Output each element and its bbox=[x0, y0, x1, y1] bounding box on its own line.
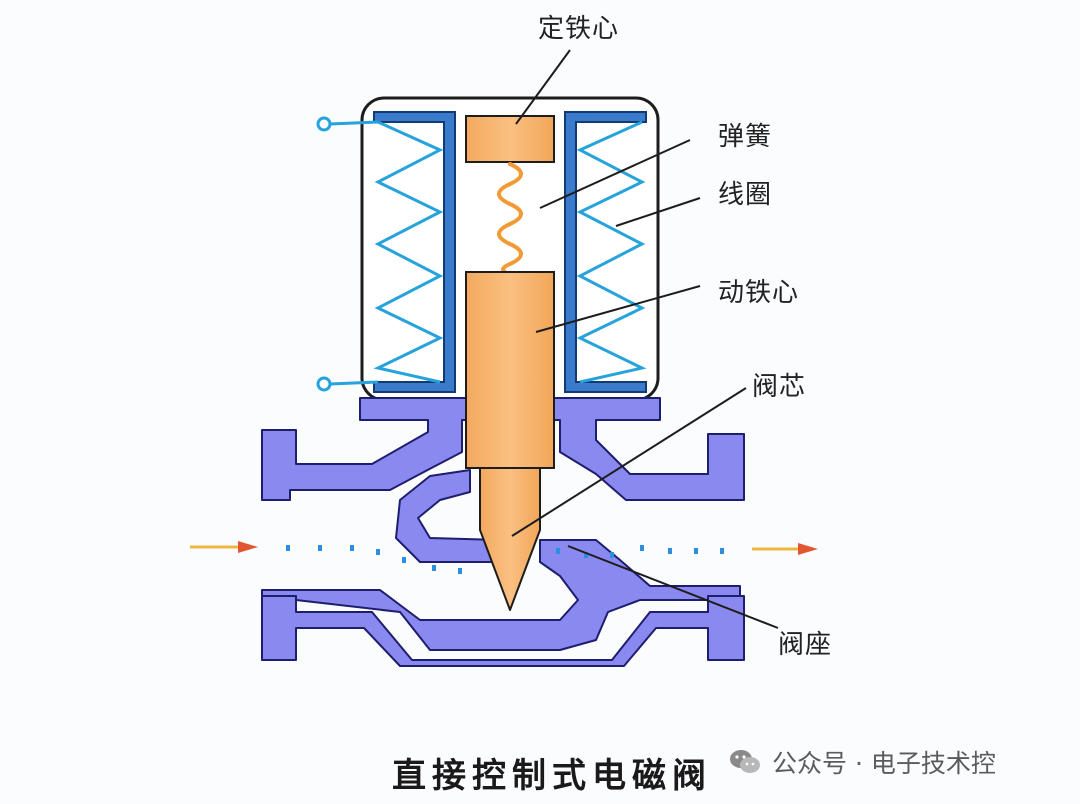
leader-spring bbox=[539, 139, 691, 209]
label-spring: 弹簧 bbox=[718, 122, 773, 152]
valve-partition-upper bbox=[395, 469, 501, 563]
coil-lead-top bbox=[329, 120, 379, 126]
watermark: 公众号 · 电子技术控 bbox=[728, 744, 996, 780]
fixed-iron-core bbox=[465, 115, 555, 163]
inlet-arrow bbox=[190, 541, 258, 553]
right-coil-winding bbox=[576, 120, 647, 384]
leader-moving-core bbox=[535, 285, 701, 333]
leader-valve-core bbox=[511, 387, 747, 537]
spring bbox=[497, 162, 523, 276]
left-coil-winding bbox=[373, 120, 444, 384]
moving-iron-core bbox=[465, 271, 555, 469]
watermark-text: 公众号 · 电子技术控 bbox=[772, 749, 996, 778]
leader-coil bbox=[615, 197, 701, 227]
label-valve-seat: 阀座 bbox=[778, 630, 833, 660]
label-valve-core: 阀芯 bbox=[752, 372, 807, 402]
label-fixed-core: 定铁心 bbox=[538, 14, 620, 44]
coil-lead-bottom bbox=[329, 380, 379, 386]
wechat-icon bbox=[728, 748, 762, 776]
flow-dots bbox=[286, 545, 724, 574]
label-coil: 线圈 bbox=[718, 180, 773, 210]
coil-terminal-bottom bbox=[316, 376, 332, 392]
label-moving-core: 动铁心 bbox=[718, 278, 800, 308]
diagram-caption: 直接控制式电磁阀 bbox=[392, 756, 712, 796]
leader-valve-seat bbox=[567, 545, 779, 629]
valve-body-lower bbox=[261, 595, 745, 667]
outlet-arrow bbox=[752, 543, 818, 555]
coil-terminal-top bbox=[316, 116, 332, 132]
valve-core-tip bbox=[479, 467, 541, 611]
right-bobbin bbox=[564, 111, 647, 393]
valve-body-upper bbox=[261, 397, 745, 501]
leader-fixed-core bbox=[515, 49, 571, 125]
